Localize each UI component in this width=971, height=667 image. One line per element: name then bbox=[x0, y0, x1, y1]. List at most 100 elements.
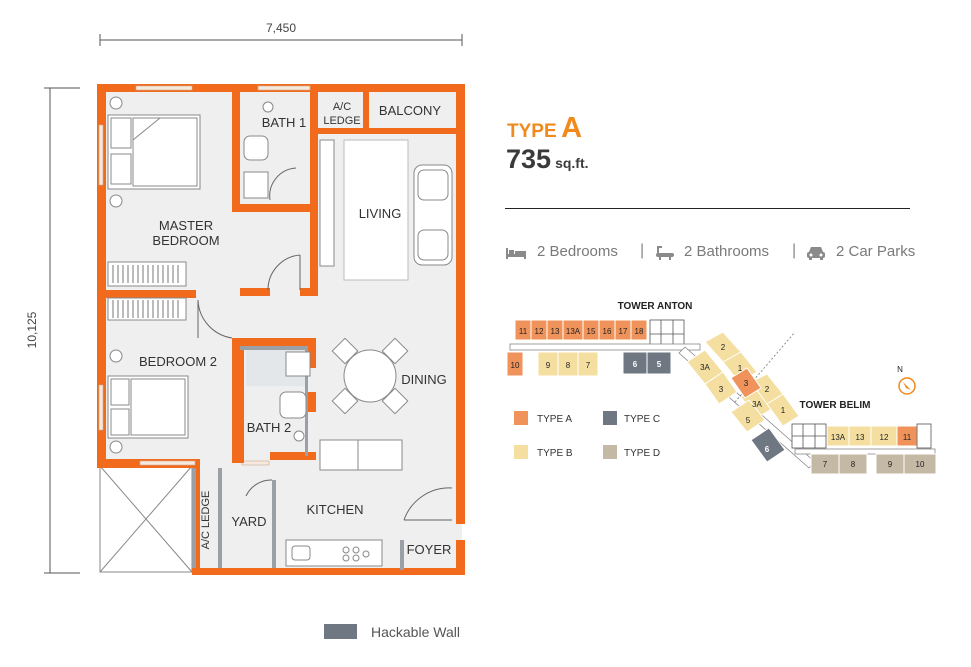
legend-type-c: TYPE C bbox=[624, 414, 660, 425]
anton-type-b-row bbox=[537, 351, 599, 377]
belim-unit-10: 10 bbox=[916, 460, 925, 469]
area-unit: sq.ft. bbox=[555, 155, 589, 171]
hackable-wall-label: Hackable Wall bbox=[371, 624, 460, 640]
floor-plan: 7,450 10,125 bbox=[25, 21, 465, 575]
sofa bbox=[413, 164, 453, 266]
legend-swatch-type-d bbox=[603, 445, 617, 459]
bathtub-icon bbox=[656, 246, 674, 260]
diag-unit-3-orange: 3 bbox=[744, 379, 749, 388]
belim-stair bbox=[916, 423, 932, 449]
tower-anton-label: TOWER ANTON bbox=[618, 301, 693, 312]
belim-unit-8: 8 bbox=[851, 460, 856, 469]
planter-box bbox=[99, 465, 193, 573]
bathrooms-count: 2 Bathrooms bbox=[684, 243, 770, 260]
legend-swatch-type-b bbox=[514, 445, 528, 459]
room-label-balcony: BALCONY bbox=[379, 103, 441, 118]
room-label-kitchen: KITCHEN bbox=[306, 502, 363, 517]
unit-type-heading: TYPE A bbox=[507, 112, 582, 145]
wardrobe-bedroom2 bbox=[107, 297, 187, 321]
separator-2: | bbox=[792, 242, 797, 259]
living-rug bbox=[343, 139, 409, 281]
legend-type-d: TYPE D bbox=[624, 448, 660, 459]
anton-unit-13a: 13A bbox=[566, 327, 581, 336]
belim-core bbox=[791, 423, 827, 449]
door-leaves bbox=[197, 255, 452, 521]
diagonal-block bbox=[678, 331, 816, 469]
legend-swatch-type-a bbox=[514, 411, 528, 425]
car-parks-count: 2 Car Parks bbox=[836, 243, 916, 260]
anton-unit-12: 12 bbox=[535, 327, 544, 336]
anton-corridor bbox=[509, 343, 701, 351]
legend-type-b: TYPE B bbox=[537, 448, 573, 459]
tower-belim-label: TOWER BELIM bbox=[800, 400, 871, 411]
room-label-yard: YARD bbox=[231, 514, 266, 529]
diag-unit-3a-lower: 3A bbox=[752, 400, 762, 409]
belim-corridor bbox=[794, 448, 936, 455]
diag-unit-1-lower: 1 bbox=[781, 406, 786, 415]
anton-unit-5: 5 bbox=[657, 360, 662, 369]
car-icon bbox=[807, 247, 825, 260]
belim-type-b-row bbox=[826, 425, 898, 447]
type-legend: TYPE A TYPE C TYPE B TYPE D bbox=[514, 411, 660, 459]
anton-unit-6: 6 bbox=[633, 360, 638, 369]
height-dimension bbox=[44, 87, 80, 574]
room-label-foyer: FOYER bbox=[407, 542, 452, 557]
anton-unit-8: 8 bbox=[566, 361, 571, 370]
room-label-master-1: MASTER bbox=[159, 218, 213, 233]
diag-unit-2-lower: 2 bbox=[765, 385, 770, 394]
windows bbox=[98, 85, 311, 466]
hackable-wall-swatch bbox=[324, 624, 357, 639]
anton-unit-7: 7 bbox=[586, 361, 591, 370]
belim-type-d-row bbox=[810, 453, 937, 475]
anton-unit-10: 10 bbox=[511, 361, 520, 370]
anton-unit-10-shape bbox=[506, 351, 524, 377]
dining-table bbox=[331, 337, 409, 415]
anton-unit-11: 11 bbox=[519, 327, 528, 336]
legend-type-a: TYPE A bbox=[537, 414, 572, 425]
belim-unit-13: 13 bbox=[856, 433, 865, 442]
room-label-dining: DINING bbox=[401, 372, 447, 387]
tv-cabinet bbox=[319, 139, 335, 267]
bath1-fixtures bbox=[240, 92, 310, 199]
room-label-ac-ledge-side: A/C LEDGE bbox=[200, 491, 212, 550]
room-label-bath2: BATH 2 bbox=[247, 420, 292, 435]
interior-walls bbox=[106, 92, 456, 463]
anton-unit-16: 16 bbox=[603, 327, 612, 336]
divider bbox=[505, 208, 910, 209]
room-label-bath1: BATH 1 bbox=[262, 115, 307, 130]
belim-unit-9: 9 bbox=[888, 460, 893, 469]
anton-unit-17: 17 bbox=[619, 327, 628, 336]
bedroom2-bed bbox=[107, 349, 189, 454]
diag-unit-6: 6 bbox=[765, 445, 770, 454]
master-bed bbox=[107, 96, 201, 208]
room-label-ac-ledge-top-1: A/C bbox=[333, 101, 351, 113]
type-letter: A bbox=[561, 112, 583, 144]
legend-swatch-type-c bbox=[603, 411, 617, 425]
room-label-living: LIVING bbox=[359, 206, 402, 221]
anton-unit-13: 13 bbox=[551, 327, 560, 336]
bed-icon bbox=[506, 248, 526, 259]
anton-unit-18: 18 bbox=[635, 327, 644, 336]
height-dim-label: 10,125 bbox=[25, 311, 39, 348]
north-label: N bbox=[897, 365, 903, 374]
belim-unit-12: 12 bbox=[880, 433, 889, 442]
bath2-fixtures bbox=[246, 350, 311, 442]
width-dim-label: 7,450 bbox=[266, 21, 296, 35]
belim-unit-13a: 13A bbox=[831, 433, 846, 442]
diag-unit-3a-upper: 3A bbox=[700, 363, 710, 372]
belim-unit-11: 11 bbox=[903, 433, 912, 442]
room-label-bedroom2: BEDROOM 2 bbox=[139, 354, 217, 369]
anton-core bbox=[649, 319, 685, 349]
belim-unit-7: 7 bbox=[823, 460, 828, 469]
width-dimension bbox=[99, 34, 463, 46]
diag-unit-5: 5 bbox=[746, 416, 751, 425]
room-label-ac-ledge-top-2: LEDGE bbox=[323, 115, 360, 127]
key-plan: TOWER ANTON TOWER BELIM 11 12 13 13A 15 … bbox=[506, 301, 937, 475]
anton-unit-9: 9 bbox=[546, 361, 551, 370]
compass-icon bbox=[898, 377, 916, 395]
room-label-master-2: BEDROOM bbox=[152, 233, 219, 248]
anton-type-c-row bbox=[622, 351, 672, 375]
kitchen-counter bbox=[285, 439, 403, 567]
area-value: 735 bbox=[506, 144, 552, 174]
